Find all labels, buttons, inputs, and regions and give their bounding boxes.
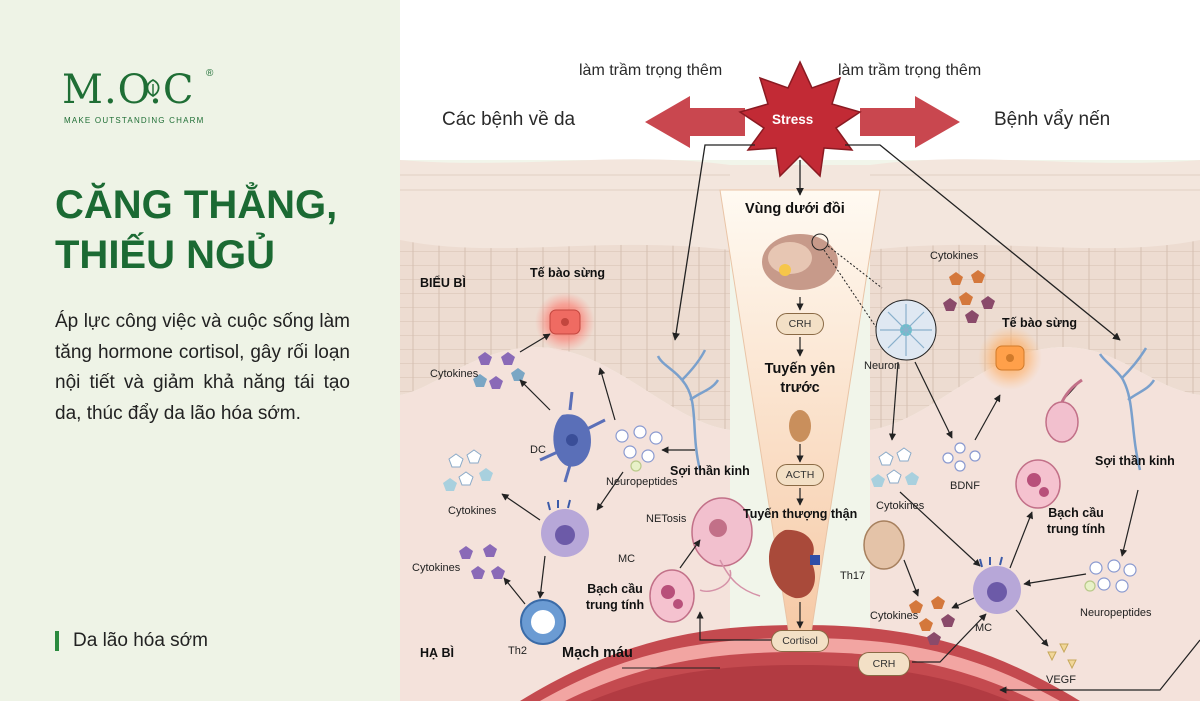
- left-panel: M.O.C ® MAKE OUTSTANDING CHARM CĂNG THẲN…: [0, 0, 400, 701]
- acth-pill: ACTH: [776, 464, 824, 486]
- cytokines-label-5: Cytokines: [876, 500, 925, 512]
- neuron-label: Neuron: [864, 360, 901, 372]
- page-title: CĂNG THẲNG, THIẾU NGỦ: [55, 180, 385, 280]
- neuropeptides-right-label: Neuropeptides: [1080, 607, 1152, 619]
- cortisol-pill: Cortisol: [771, 630, 829, 652]
- th2-label: Th2: [508, 645, 527, 657]
- epidermis-label: BIỂU BÌ: [420, 276, 466, 290]
- mc-left-label: MC: [618, 553, 636, 565]
- neuropeptides-left-label: Neuropeptides: [606, 476, 678, 488]
- vegf-label: VEGF: [1046, 674, 1076, 686]
- nerve-right-label: Sợi thần kinh: [1095, 454, 1175, 468]
- skin-stress-diagram: làm trầm trọng thêm làm trầm trọng thêm …: [400, 0, 1200, 701]
- netosis-label: NETosis: [646, 513, 687, 525]
- title-line-1: CĂNG THẲNG,: [55, 183, 338, 227]
- neutrophil-left-label: Bạch cầu trung tính: [585, 582, 645, 612]
- dc-label: DC: [530, 444, 546, 456]
- cytokines-label-2: Cytokines: [448, 505, 497, 517]
- psoriasis-label: Bệnh vẩy nến: [994, 109, 1111, 130]
- crh-right-pill: CRH: [858, 652, 910, 676]
- bdnf-label: BDNF: [950, 480, 980, 492]
- pituitary-label: Tuyến yên trước: [764, 361, 836, 396]
- cytokines-label-4: Cytokines: [930, 250, 979, 262]
- cytokines-label-1: Cytokines: [430, 368, 479, 380]
- logo-text: M.O.C: [62, 67, 195, 113]
- adrenal-label: Tuyến thượng thận: [743, 507, 858, 521]
- cytokines-label-3: Cytokines: [412, 562, 461, 574]
- hypothalamus-label: Vùng dưới đồi: [745, 201, 845, 217]
- diagram-illustration: [400, 0, 1200, 701]
- registered-mark: ®: [206, 68, 214, 79]
- worsens-left-label: làm trầm trọng thêm: [579, 62, 723, 79]
- note-bar: [55, 631, 59, 651]
- nerve-left-label: Sợi thần kinh: [670, 464, 750, 478]
- note-text: Da lão hóa sớm: [73, 630, 208, 651]
- dermis-label: HẠ BÌ: [420, 646, 455, 660]
- leaf-icon: [146, 78, 160, 98]
- brand-logo[interactable]: M.O.C ® MAKE OUTSTANDING CHARM: [62, 67, 232, 132]
- logo-tagline: MAKE OUTSTANDING CHARM: [64, 116, 205, 125]
- keratinocyte-right-label: Tế bào sừng: [1002, 316, 1078, 330]
- skin-diseases-label: Các bệnh về da: [442, 109, 576, 130]
- title-line-2: THIẾU NGỦ: [55, 233, 275, 277]
- stress-label: Stress: [772, 112, 814, 127]
- worsens-right-label: làm trầm trọng thêm: [838, 62, 982, 79]
- neutrophil-right-label: Bạch cầu trung tính: [1046, 506, 1106, 536]
- note: Da lão hóa sớm: [55, 630, 208, 652]
- blood-vessel-label: Mạch máu: [562, 645, 633, 661]
- th17-label: Th17: [840, 570, 866, 582]
- crh-pill: CRH: [776, 313, 824, 335]
- keratinocyte-left-label: Tế bào sừng: [530, 266, 606, 280]
- description-text: Áp lực công việc và cuộc sống làm tăng h…: [55, 311, 350, 424]
- mc-right-label: MC: [975, 622, 993, 634]
- cytokines-label-6: Cytokines: [870, 610, 919, 622]
